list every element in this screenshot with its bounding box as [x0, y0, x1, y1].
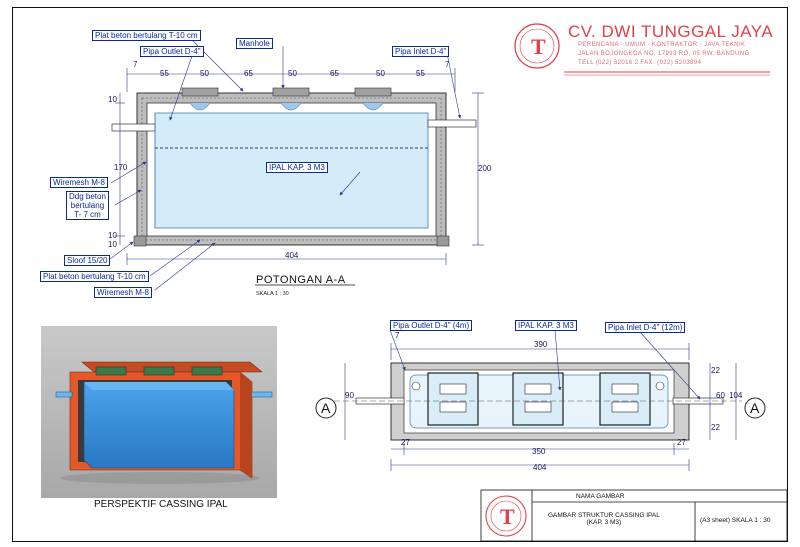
dim-top-5: 65 — [330, 69, 339, 78]
plan-dim-right-total: 104 — [729, 391, 743, 400]
title-block-lines — [480, 489, 788, 542]
plan-dim-inner: 350 — [532, 447, 546, 456]
company-stamp — [514, 23, 770, 76]
plan-dim-top: 390 — [534, 340, 548, 349]
plan-dimensions — [344, 329, 737, 471]
plan-manholes — [427, 372, 651, 426]
plan-drawing — [315, 362, 766, 441]
label-ipal: IPAL KAP. 3 M3 — [266, 162, 328, 173]
label-manhole: Manhole — [236, 38, 273, 49]
perspective-caption: PERSPEKTIF CASSING IPAL — [94, 499, 228, 510]
plan-dim-bottom-right: 27 — [677, 438, 686, 447]
outlet-pipe — [111, 123, 156, 132]
title-sheet-scale: (A3 sheet) SKALA 1 : 30 — [700, 517, 771, 524]
dim-top-6: 50 — [376, 69, 385, 78]
dim-left-0: 10 — [108, 95, 117, 104]
title-stamp — [485, 495, 527, 537]
inlet-pipe — [427, 119, 477, 128]
plan-dim-total: 404 — [533, 463, 547, 472]
dim-width: 404 — [285, 251, 299, 260]
label-ddg: Ddg beton bertulang T- 7 cm — [66, 191, 109, 220]
section-drawing — [111, 87, 477, 247]
label-plat-bottom: Plat beton bertulang T-10 cm — [40, 271, 149, 282]
perspective-model — [55, 361, 273, 484]
dim-top-8: 7 — [445, 60, 450, 69]
dim-height: 200 — [478, 164, 492, 173]
label-sloof: Sloof 15/20 — [64, 255, 111, 266]
section-marker-right: A — [750, 400, 760, 416]
plan-dim-top-small: 7 — [395, 331, 400, 340]
stamp-letter: T — [531, 34, 546, 59]
dim-left-1: 170 — [114, 163, 128, 172]
company-line-3: TELL (022) 52016 2 FAX. (022) 5203894 — [578, 60, 702, 66]
manholes — [181, 87, 392, 111]
label-pipa-inlet: Pipa Inlet D-4" — [392, 46, 450, 57]
dim-top-1: 55 — [160, 69, 169, 78]
sheet-border — [12, 7, 788, 542]
section-title: POTONGAN A-A — [256, 274, 346, 286]
dim-top-0: 7 — [133, 60, 138, 69]
plan-dim-bottom-left: 27 — [401, 438, 410, 447]
company-line-2: JALAN BOJONGKOA NO. 17993 RO. 05 RW. BAN… — [578, 51, 750, 57]
label-pipa-outlet: Pipa Outlet D-4" — [140, 46, 204, 57]
label-wiremesh-side: Wiremesh M-8 — [50, 177, 109, 188]
plan-dim-right-top: 22 — [711, 366, 720, 375]
section-marker-left: A — [321, 400, 331, 416]
dim-left-3: 10 — [108, 240, 117, 249]
section-scale: SKALA 1 : 30 — [256, 291, 289, 297]
dim-top-7: 55 — [416, 69, 425, 78]
company-name: CV. DWI TUNGGAL JAYA — [568, 22, 774, 41]
plan-dim-right-mid: 60 — [716, 391, 725, 400]
title-drawing-name: GAMBAR STRUKTUR CASSING IPAL (KAP. 3 M3) — [548, 512, 660, 526]
plan-dim-right-bottom: 22 — [711, 423, 720, 432]
plan-label-ipal: IPAL KAP. 3 M3 — [515, 320, 577, 331]
title-stamp-letter: T — [500, 504, 515, 529]
plan-label-outlet: Pipa Outlet D-4" (4m) — [390, 320, 473, 331]
dim-left-2: 10 — [108, 231, 117, 240]
title-header: NAMA GAMBAR — [576, 493, 625, 500]
section-dimensions — [109, 37, 484, 291]
dim-top-3: 65 — [244, 69, 253, 78]
dim-top-2: 50 — [200, 69, 209, 78]
dim-top-4: 50 — [288, 69, 297, 78]
company-line-1: PERENCANA · UMUM · KONTRAKTOR · JAVA TEK… — [578, 42, 746, 48]
plan-dim-left: 90 — [345, 391, 354, 400]
plan-label-inlet: Pipa Inlet D-4" (12m) — [605, 322, 686, 333]
label-wiremesh-bottom: Wiremesh M-8 — [94, 287, 153, 298]
label-plat-top: Plat beton bertulang T-10 cm — [92, 30, 201, 41]
